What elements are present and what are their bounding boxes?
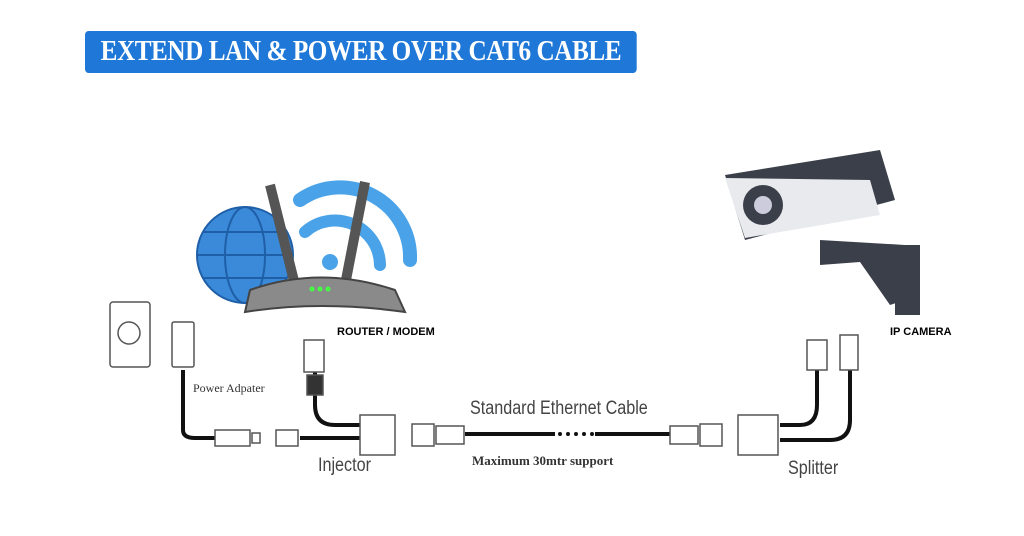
cables: [181, 360, 852, 442]
router-icon: [243, 181, 407, 314]
ip-camera-icon: [725, 150, 920, 315]
max-length-label: Maximum 30mtr support: [472, 453, 614, 468]
power-adapter-icon: [171, 321, 195, 368]
splitter-label: Splitter: [788, 458, 839, 479]
router-label: ROUTER / MODEM: [337, 326, 435, 338]
camera-label: IP CAMERA: [890, 326, 952, 338]
wall-socket-icon: [109, 301, 151, 368]
injector-box: [359, 414, 396, 456]
connectors: [214, 334, 859, 456]
cable-dots: [558, 432, 594, 436]
globe-icon: [196, 206, 294, 304]
page-title: EXTEND LAN & POWER OVER CAT6 CABLE: [85, 31, 637, 73]
splitter-box: [737, 414, 779, 456]
power-adapter-label: Power Adpater: [193, 381, 265, 395]
cable-label: Standard Ethernet Cable: [470, 398, 648, 419]
injector-label: Injector: [318, 455, 371, 476]
